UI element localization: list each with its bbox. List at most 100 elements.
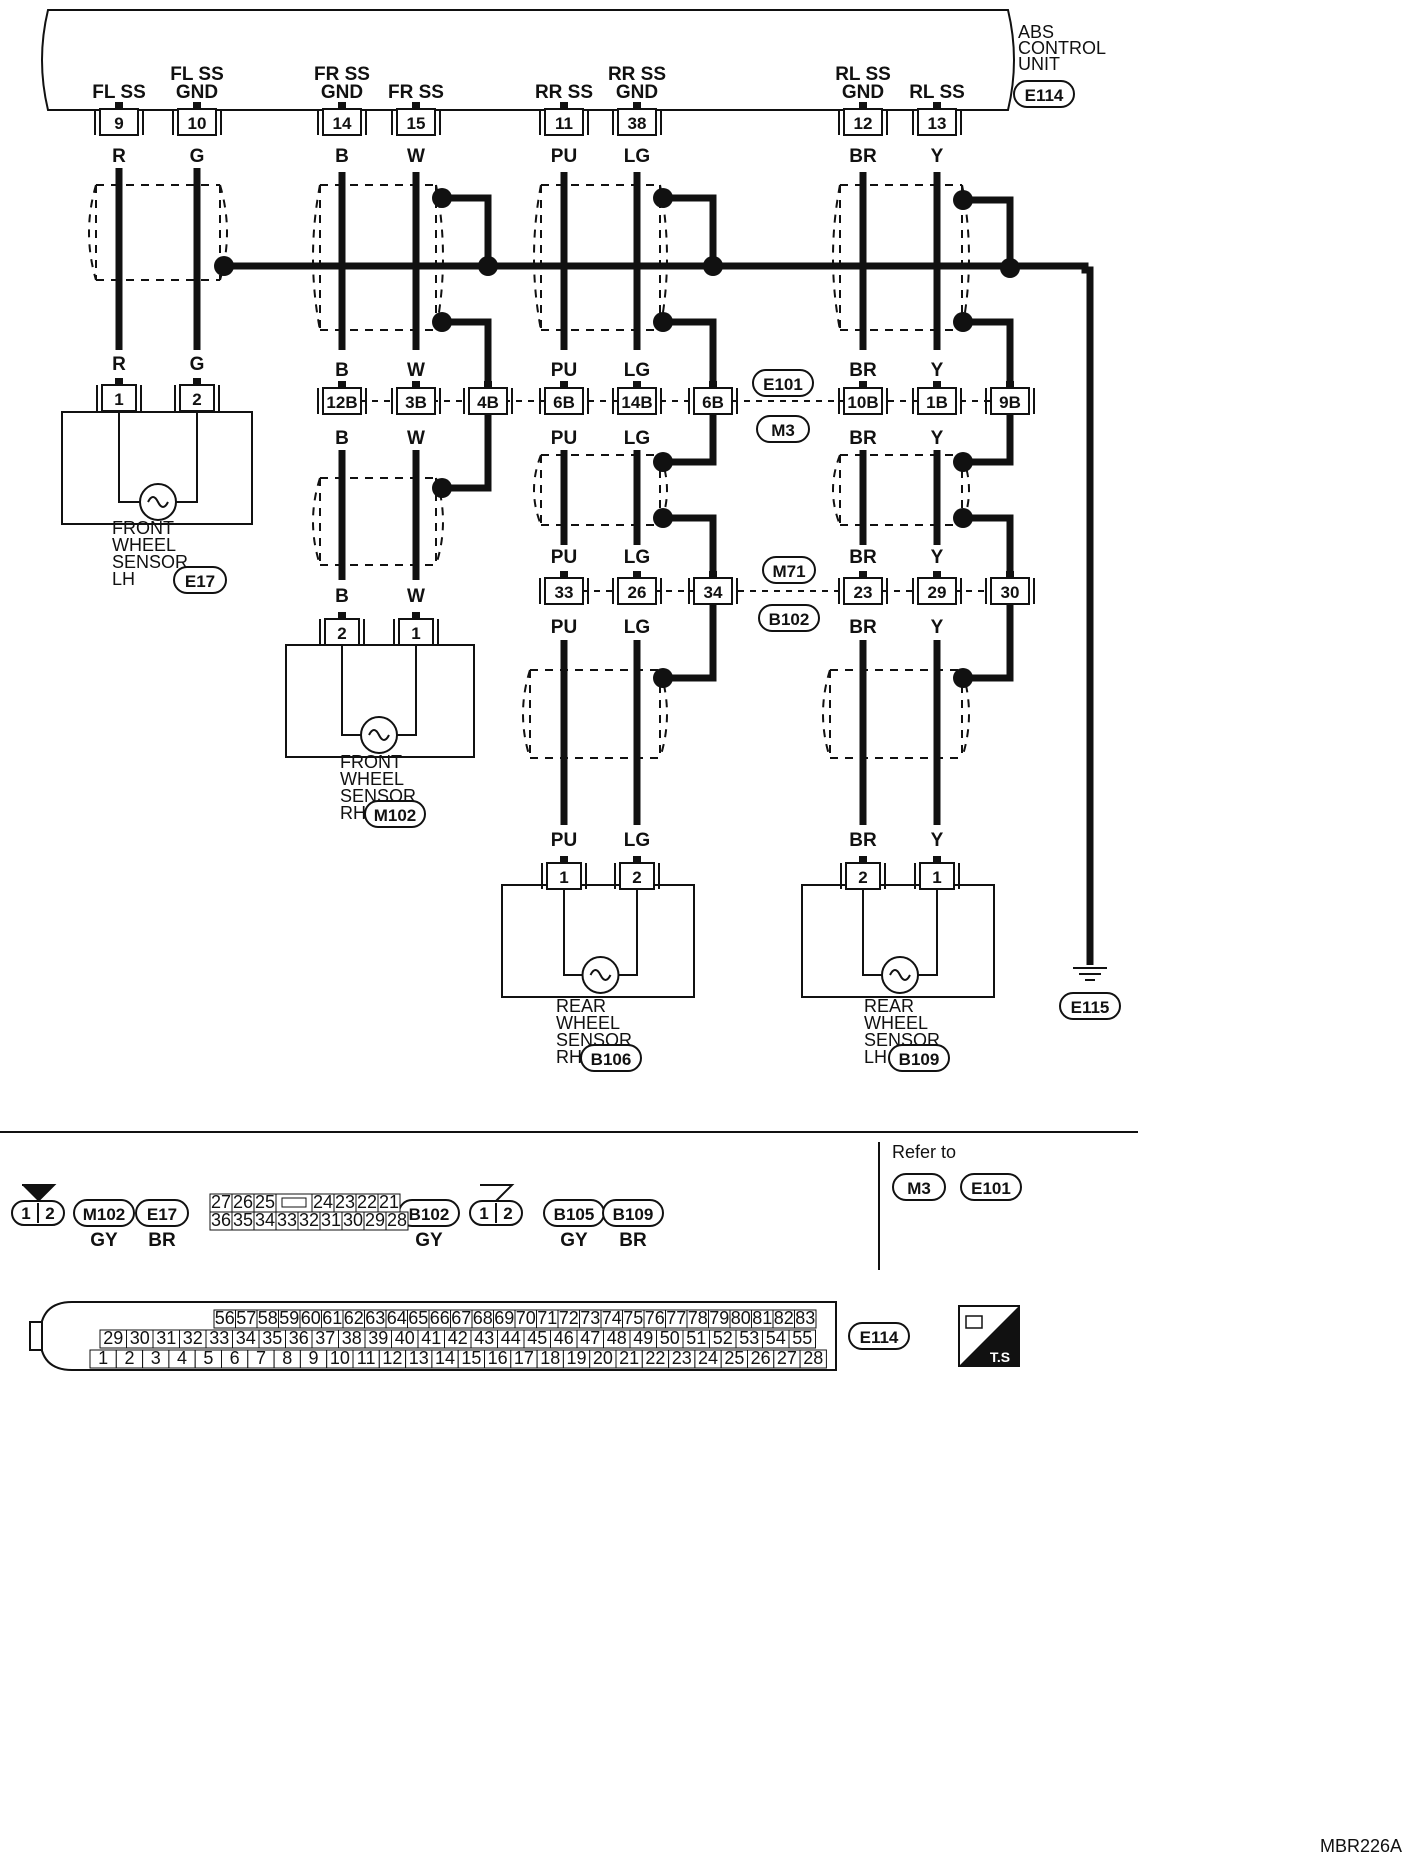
junction-pin: 6B xyxy=(539,381,589,415)
junction-pin: 4B xyxy=(463,381,513,415)
pin-number: 6B xyxy=(702,393,724,412)
drain-wire xyxy=(963,414,1014,466)
connector-cell-number: 34 xyxy=(236,1328,256,1348)
ts-triangle xyxy=(959,1306,1019,1366)
pin-tab xyxy=(859,381,867,387)
wire-color-label: BR xyxy=(849,146,877,167)
wire-color-label: W xyxy=(407,428,425,449)
connector-cell-number: 6 xyxy=(230,1348,240,1368)
connector-cell-number: 23 xyxy=(335,1192,355,1212)
pin-tab xyxy=(115,102,123,108)
pin-box xyxy=(617,108,657,136)
pin-tab xyxy=(484,381,492,387)
connector-code-label: M71 xyxy=(772,562,805,581)
ecu-pin-label: FR SS xyxy=(388,82,444,103)
ecu-pin-label: GND xyxy=(321,82,363,103)
pin-tab xyxy=(560,102,568,108)
splice-dot xyxy=(214,256,234,276)
connector-cell-number: 47 xyxy=(580,1328,600,1348)
ecu-pin-label: FR SS xyxy=(314,64,370,85)
legend-connector-color: BR xyxy=(619,1230,647,1251)
connector-code-label: E101 xyxy=(763,375,803,394)
connector-cell-number: 15 xyxy=(461,1348,481,1368)
wire-color-label: W xyxy=(407,146,425,167)
splice-dot xyxy=(653,452,673,472)
pin-tab xyxy=(560,381,568,387)
sensor-name: SENSOR xyxy=(112,552,188,572)
sensor-name: RH xyxy=(556,1047,582,1067)
connector-cell-number: 53 xyxy=(739,1328,759,1348)
junction-pin: 34 xyxy=(688,571,738,605)
connector-cell-number: 22 xyxy=(357,1192,377,1212)
pin-tab xyxy=(338,102,346,108)
shield-curve xyxy=(435,477,444,566)
wire-color-label: Y xyxy=(931,547,944,568)
splice-dot xyxy=(953,668,973,688)
pin-box xyxy=(396,387,436,415)
connector-code-oval xyxy=(1059,992,1121,1020)
drain-wire xyxy=(663,604,717,682)
connector-code-label: M102 xyxy=(374,806,417,825)
connector-code-label: E101 xyxy=(971,1179,1011,1198)
pin-tab xyxy=(193,378,201,384)
connector-cell-number: 62 xyxy=(344,1308,364,1328)
pin-tab xyxy=(1006,571,1014,577)
connector-cell-number: 59 xyxy=(279,1308,299,1328)
sensor-body xyxy=(801,884,995,998)
pin-number: 1 xyxy=(411,624,420,643)
pin-number: 2 xyxy=(192,390,201,409)
connector-cell-number: 26 xyxy=(751,1348,771,1368)
pin-number: 10 xyxy=(188,114,207,133)
pin-tab xyxy=(933,571,941,577)
wire-color-label: PU xyxy=(551,617,577,638)
connector-cell-number: 49 xyxy=(633,1328,653,1348)
sensor-name: FRONT xyxy=(112,518,174,538)
wire-color-label: Y xyxy=(931,617,944,638)
pin-box xyxy=(324,618,360,646)
connector-cell-number: 29 xyxy=(365,1210,385,1230)
connector-cell-number: 76 xyxy=(645,1308,665,1328)
shield xyxy=(533,454,668,526)
pin-box xyxy=(544,387,584,415)
splice-dot xyxy=(953,312,973,332)
sine-wave-icon xyxy=(889,969,911,981)
connector-cell-number: 20 xyxy=(593,1348,613,1368)
connector-code-label: B109 xyxy=(613,1205,654,1224)
connector-cell-number: 35 xyxy=(233,1210,253,1230)
pin-number: 1B xyxy=(926,393,948,412)
connector-cell-number: 60 xyxy=(301,1308,321,1328)
pin-tab xyxy=(709,381,717,387)
ts-label: T.S xyxy=(990,1349,1010,1365)
pin-box xyxy=(546,862,582,890)
shield-curve xyxy=(832,454,841,526)
ecu-pin-label: RL SS xyxy=(909,82,965,103)
pin-number: 1 xyxy=(932,868,941,887)
pin-box xyxy=(917,577,957,605)
pin-tab xyxy=(1006,381,1014,387)
wire-color-label: R xyxy=(112,354,126,375)
ecu-pin-label: RR SS xyxy=(608,64,666,85)
junction-pin: 6B xyxy=(688,381,738,415)
splice-dot xyxy=(653,508,673,528)
connector-cell-number: 14 xyxy=(435,1348,455,1368)
shield xyxy=(312,184,444,331)
shield xyxy=(88,184,228,281)
sensor-name: WHEEL xyxy=(340,769,404,789)
wire-color-label: LG xyxy=(624,360,650,381)
pin-number: 12 xyxy=(854,114,873,133)
connector-code-oval xyxy=(580,1044,642,1072)
connector-code-oval xyxy=(888,1044,950,1072)
wire-color-label: PU xyxy=(551,360,577,381)
splice-dot xyxy=(432,188,452,208)
connector-code-label: E17 xyxy=(147,1205,177,1224)
connector-cell-number: 1 xyxy=(98,1348,108,1368)
ecu-pin: 14 xyxy=(317,102,367,136)
legend-connector-color: GY xyxy=(415,1230,443,1251)
sensor-pin: 2 xyxy=(614,856,660,890)
ts-box-icon xyxy=(965,1315,983,1329)
